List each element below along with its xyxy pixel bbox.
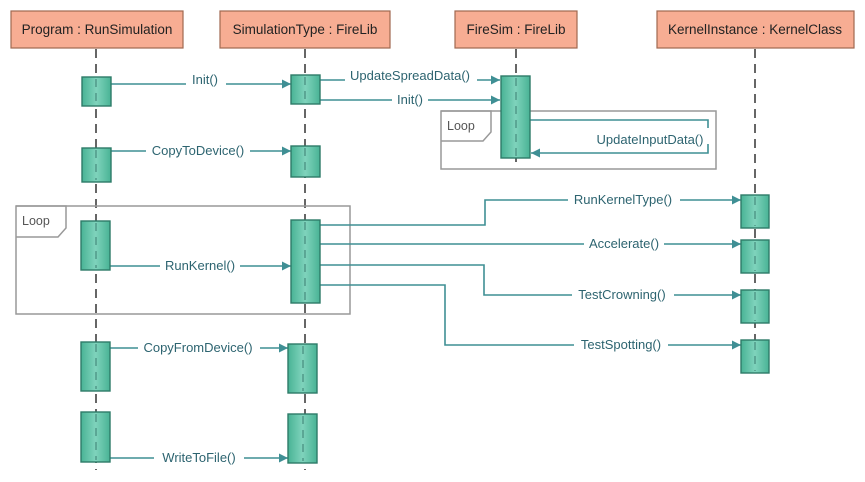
label-run-kernel-type: RunKernelType() bbox=[574, 192, 672, 207]
activation-simtype-1 bbox=[290, 74, 321, 105]
arrow-test-crowning bbox=[319, 264, 741, 300]
label-test-spotting: TestSpotting() bbox=[581, 337, 661, 352]
participant-kernel-label: KernelInstance : KernelClass bbox=[668, 22, 842, 37]
loop-main-label: Loop bbox=[22, 214, 50, 228]
loop-firesim-label: Loop bbox=[447, 119, 475, 133]
participant-simtype-label: SimulationType : FireLib bbox=[233, 22, 378, 37]
activation-firesim-1 bbox=[500, 75, 531, 159]
label-accelerate: Accelerate() bbox=[589, 236, 659, 251]
participant-firesim-label: FireSim : FireLib bbox=[466, 22, 565, 37]
label-write-to-file: WriteToFile() bbox=[162, 450, 235, 465]
activation-lifeline-overlay bbox=[95, 77, 756, 461]
arrow-test-spotting bbox=[319, 284, 741, 350]
label-update-input-data: UpdateInputData() bbox=[597, 132, 704, 147]
activation-bars bbox=[80, 74, 770, 464]
label-copy-to-device: CopyToDevice() bbox=[152, 143, 244, 158]
label-run-kernel: RunKernel() bbox=[165, 258, 235, 273]
message-labels: Init() UpdateSpreadData() Init() UpdateI… bbox=[138, 68, 710, 466]
participant-firesim[interactable]: FireSim : FireLib bbox=[454, 10, 578, 49]
participant-kernel[interactable]: KernelInstance : KernelClass bbox=[656, 10, 855, 49]
participant-program-label: Program : RunSimulation bbox=[22, 22, 173, 37]
label-test-crowning: TestCrowning() bbox=[578, 287, 665, 302]
label-init-1: Init() bbox=[192, 72, 218, 87]
loop-frame-firesim: Loop bbox=[440, 110, 717, 170]
label-copy-from-device: CopyFromDevice() bbox=[143, 340, 252, 355]
activation-simtype-3 bbox=[290, 219, 321, 304]
label-init-2: Init() bbox=[397, 92, 423, 107]
participant-simtype[interactable]: SimulationType : FireLib bbox=[219, 10, 391, 49]
label-update-spread-data: UpdateSpreadData() bbox=[350, 68, 470, 83]
loop-frame-main: Loop bbox=[15, 205, 351, 315]
participant-program[interactable]: Program : RunSimulation bbox=[10, 10, 184, 49]
